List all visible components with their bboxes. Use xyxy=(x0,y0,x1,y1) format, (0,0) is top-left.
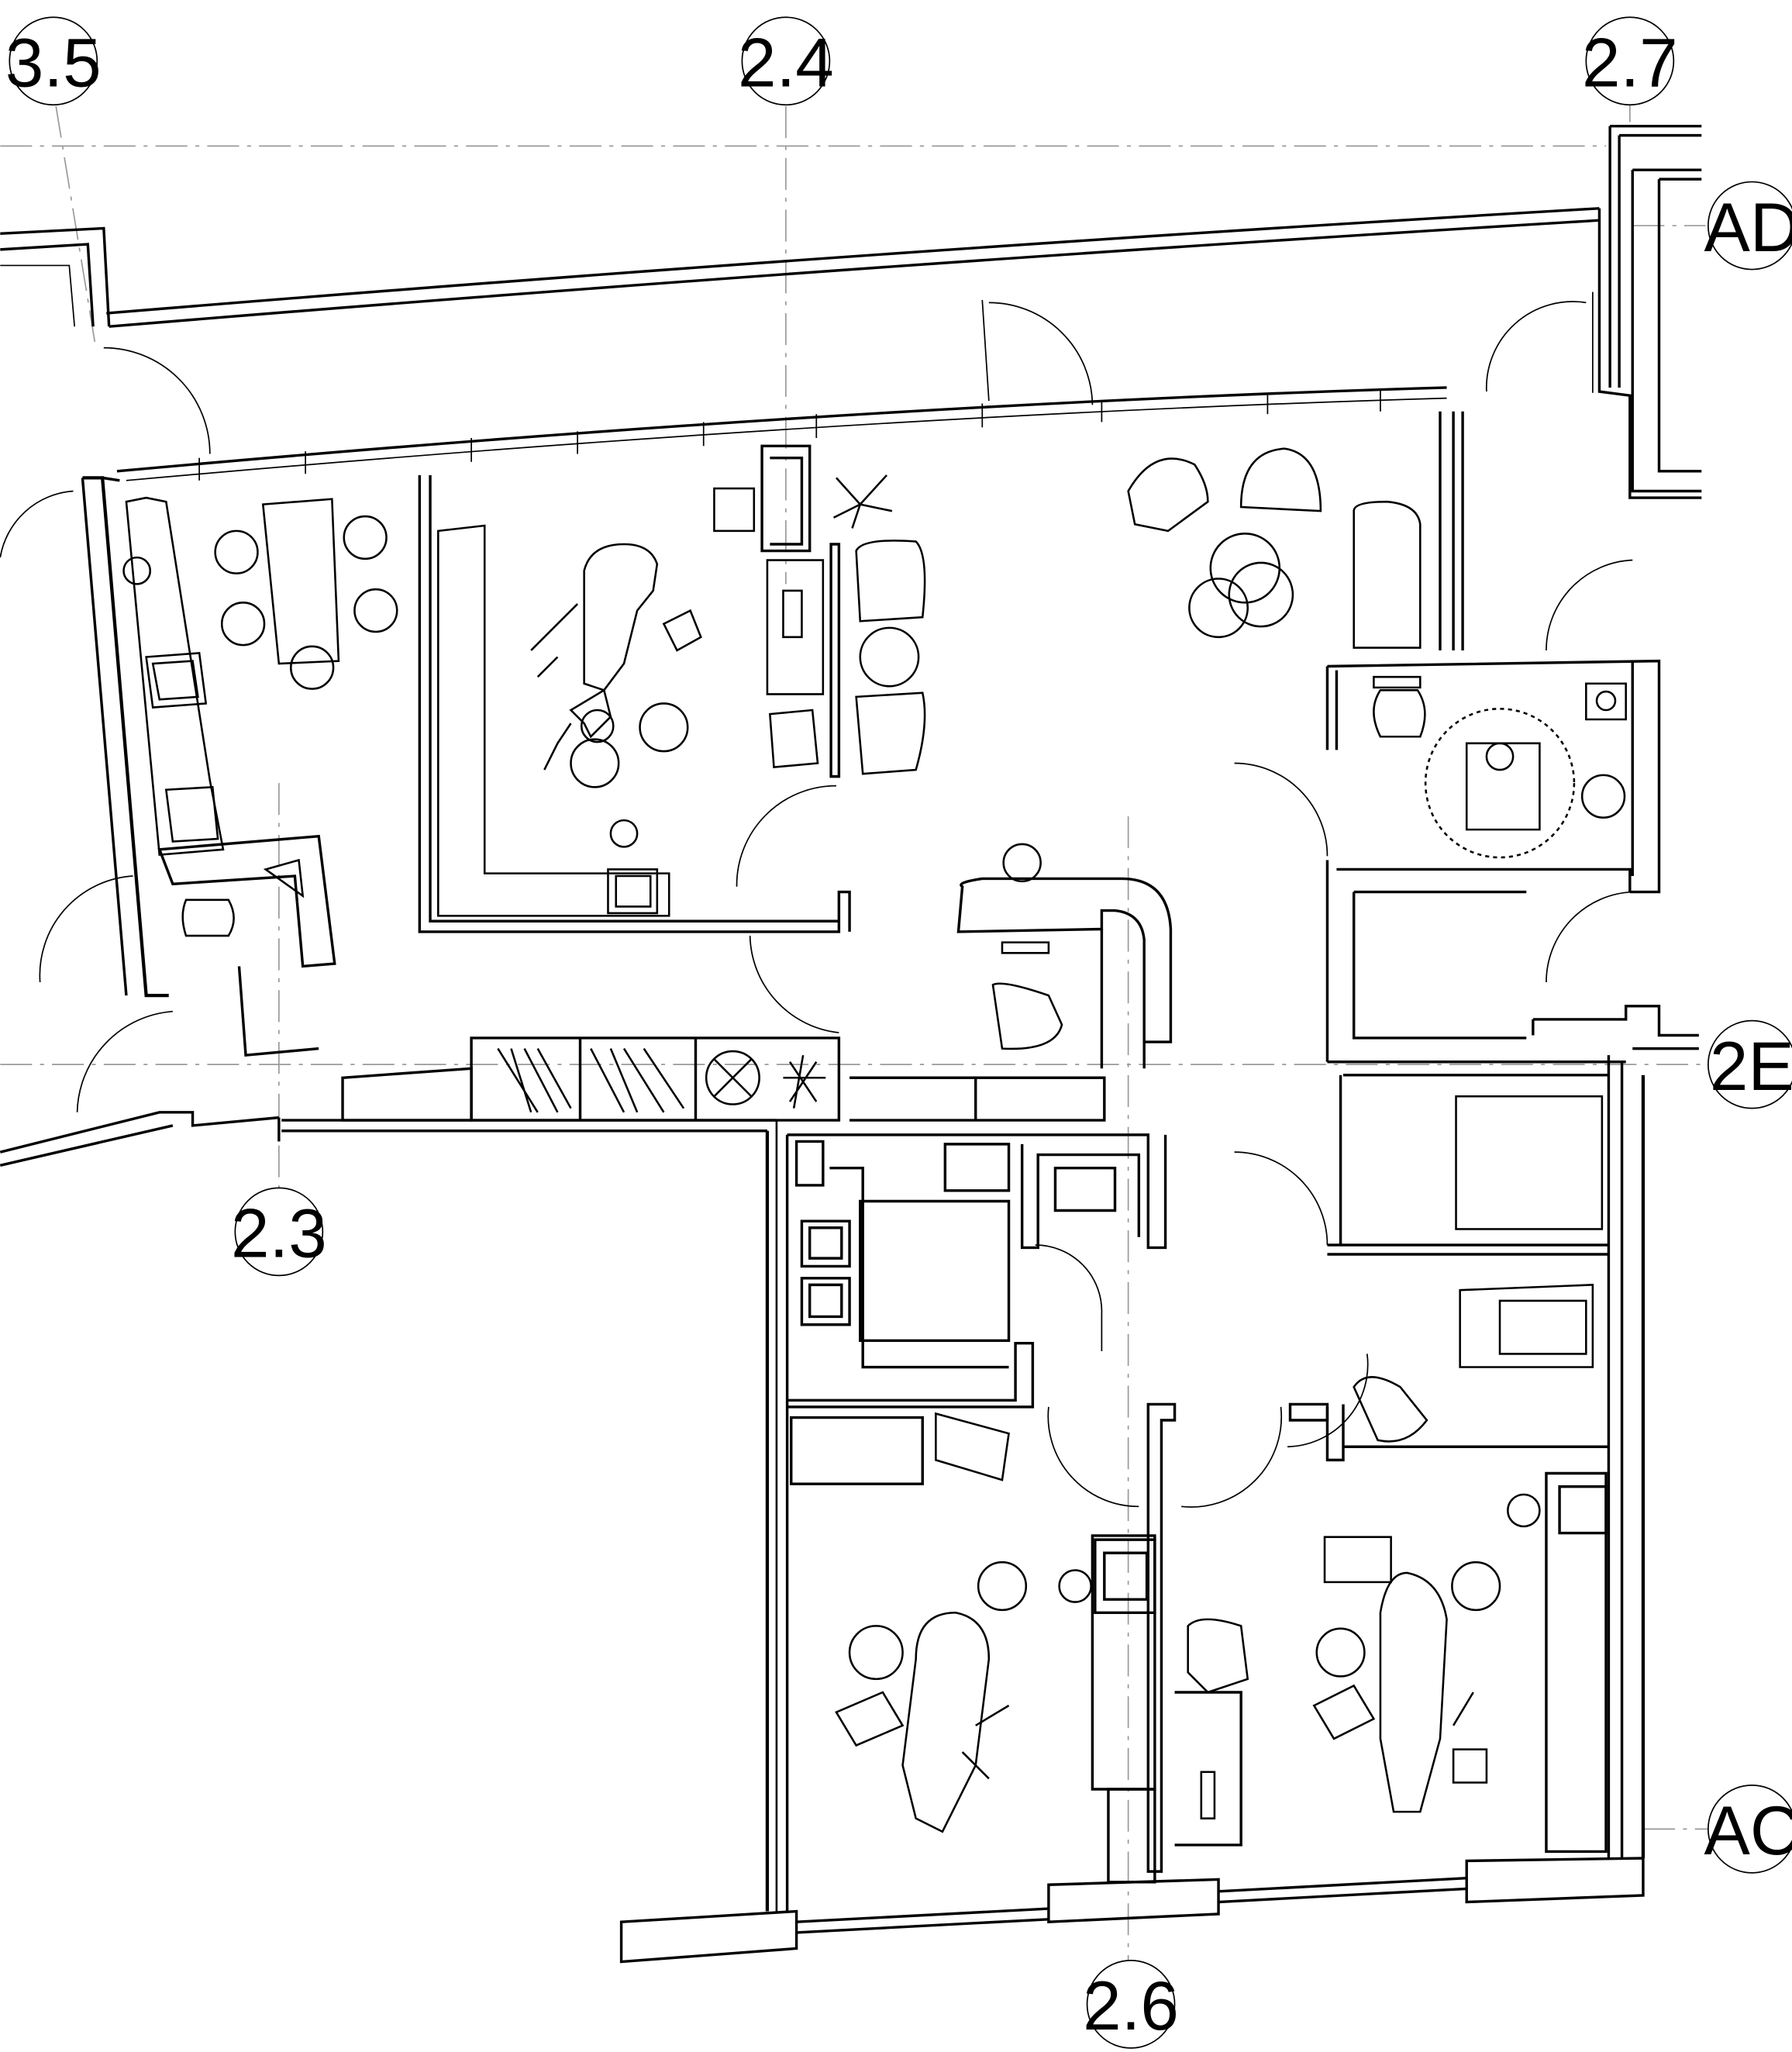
grid-bubble-2-4: 2.4 xyxy=(738,16,834,106)
dental-chair-room-2 xyxy=(835,1412,1092,1833)
chair-4 xyxy=(353,588,398,633)
grid-lines xyxy=(0,103,1708,2005)
svg-text:2.7: 2.7 xyxy=(1582,23,1678,101)
coffee-table-3 xyxy=(1228,561,1294,628)
grid-bubble-ac: AC xyxy=(1704,1785,1792,1874)
furniture xyxy=(122,447,1627,1833)
door-swings xyxy=(0,301,1633,1508)
svg-text:AD: AD xyxy=(1704,188,1792,266)
svg-text:2E: 2E xyxy=(1710,1027,1792,1105)
grid-bubbles: 3.5 2.4 2.7 2.3 2.6 AD 2E AC xyxy=(5,16,1792,2049)
recliner xyxy=(1459,1284,1594,1368)
chair-3 xyxy=(220,602,266,647)
grid-bubble-2-6: 2.6 xyxy=(1083,1960,1179,2049)
svg-text:2.6: 2.6 xyxy=(1083,1967,1179,2044)
lounge-chair-1 xyxy=(1127,457,1209,533)
bed xyxy=(1455,1095,1604,1230)
grid-bubble-3-5: 3.5 xyxy=(5,16,102,106)
grid-bubble-2-3: 2.3 xyxy=(231,1187,327,1277)
interior-walls xyxy=(157,411,1699,1884)
kitchen-counter xyxy=(125,496,225,857)
grid-bubble-2e: 2E xyxy=(1708,1019,1792,1109)
dental-chair-room-3 xyxy=(1312,1493,1541,1813)
grid-bubble-2-7: 2.7 xyxy=(1582,16,1678,106)
chair-5 xyxy=(289,645,335,690)
dining-table xyxy=(261,498,340,665)
svg-text:2.3: 2.3 xyxy=(231,1195,327,1272)
lounge-chair-2 xyxy=(1239,447,1322,512)
exterior-walls xyxy=(0,124,1702,1964)
svg-text:2.4: 2.4 xyxy=(738,23,834,101)
svg-text:3.5: 3.5 xyxy=(5,23,102,101)
dental-chair-room-1 xyxy=(530,543,702,788)
coffee-table-2 xyxy=(1188,578,1249,639)
svg-text:AC: AC xyxy=(1704,1792,1792,1869)
chair-1 xyxy=(214,529,259,574)
grid-line-3-5 xyxy=(55,105,97,348)
chair-2 xyxy=(343,515,388,560)
grid-bubble-ad: AD xyxy=(1704,181,1792,271)
window-mullions xyxy=(198,291,1594,481)
bench xyxy=(1353,500,1422,649)
